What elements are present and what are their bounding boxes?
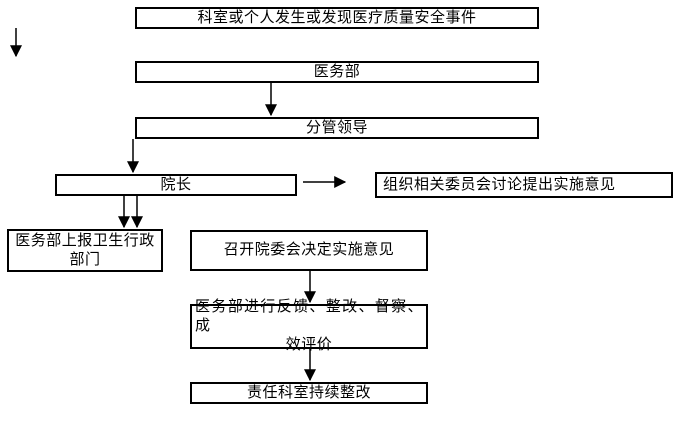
node-continuous-rectification: 责任科室持续整改: [190, 382, 428, 404]
node-feedback-line-2: 效评价: [285, 337, 333, 353]
node-continuous-rectification-label: 责任科室持续整改: [246, 384, 371, 401]
node-feedback-line-1: 医务部进行反馈、整改、督察、成: [195, 299, 423, 334]
node-medical-affairs: 医务部: [135, 61, 539, 83]
node-director: 院长: [55, 174, 297, 196]
node-committee-decision-label: 召开院委会决定实施意见: [223, 242, 395, 258]
node-committee-decision: 召开院委会决定实施意见: [190, 230, 428, 271]
node-event-label: 科室或个人发生或发现医疗质量安全事件: [197, 9, 477, 26]
node-report-to-health-admin: 医务部上报卫生行政 部门: [7, 229, 163, 272]
node-report-line-1: 医务部上报卫生行政: [15, 232, 155, 249]
node-leader-in-charge-label: 分管领导: [305, 119, 368, 136]
node-director-label: 院长: [160, 176, 192, 193]
node-event: 科室或个人发生或发现医疗质量安全事件: [135, 7, 539, 29]
node-leader-in-charge: 分管领导: [135, 117, 539, 139]
node-report-line-2: 部门: [69, 251, 101, 268]
node-committee: 组织相关委员会讨论提出实施意见: [375, 172, 673, 198]
node-medical-affairs-label: 医务部: [313, 63, 361, 80]
node-feedback-evaluation: 医务部进行反馈、整改、督察、成 效评价: [190, 299, 428, 353]
node-committee-label: 组织相关委员会讨论提出实施意见: [383, 176, 616, 193]
